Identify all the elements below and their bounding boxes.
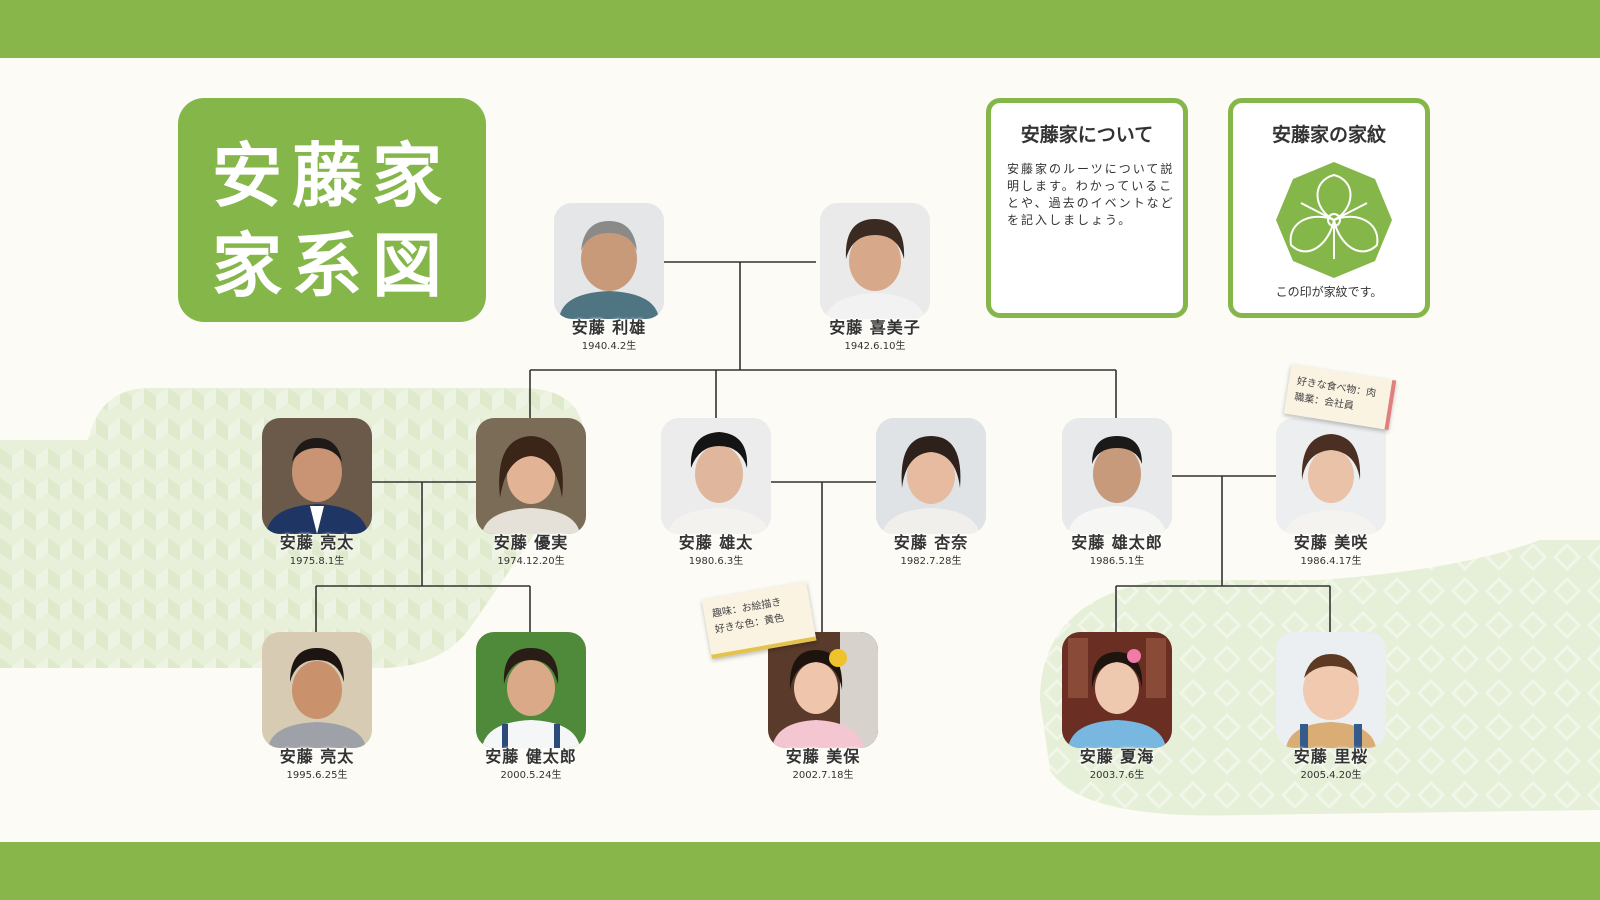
- person-birthdate: 2003.7.6生: [1089, 770, 1145, 781]
- family-crest-card: 安藤家の家紋 この印が家紋です。: [1228, 98, 1430, 318]
- about-family-card: 安藤家について 安藤家のルーツについて説明します。わかっていることや、過去のイベ…: [986, 98, 1188, 318]
- person-name: 安藤 亮太: [279, 747, 355, 766]
- person-name: 安藤 里桜: [1293, 747, 1369, 766]
- person-name: 安藤 夏海: [1079, 747, 1155, 766]
- person-birthdate: 1986.5.1生: [1089, 556, 1145, 567]
- title-line-1: 安藤家: [212, 135, 452, 217]
- top-band: [0, 0, 1600, 58]
- bottom-band: [0, 842, 1600, 900]
- person-photo: [262, 632, 372, 748]
- person-name: 安藤 亮太: [279, 533, 355, 552]
- person-photo: [1062, 632, 1172, 748]
- person-birthdate: 1975.8.1生: [289, 556, 345, 567]
- person-birthdate: 1942.6.10生: [844, 341, 906, 352]
- person-photo: [476, 418, 586, 534]
- person-birthdate: 1980.6.3生: [688, 556, 744, 567]
- about-heading: 安藤家について: [1020, 124, 1154, 146]
- person-name: 安藤 利雄: [571, 318, 647, 337]
- person-name: 安藤 健太郎: [485, 747, 577, 766]
- title-card: 安藤家 家系図: [178, 98, 486, 322]
- person-photo: [554, 203, 664, 319]
- crest-caption: この印が家紋です。: [1275, 285, 1383, 299]
- person-name: 安藤 美保: [785, 747, 861, 766]
- person-name: 安藤 雄太郎: [1071, 533, 1163, 552]
- person-birthdate: 2005.4.20生: [1300, 770, 1362, 781]
- person-birthdate: 1974.12.20生: [497, 556, 565, 567]
- person-photo: [1276, 632, 1386, 748]
- person-birthdate: 1940.4.2生: [581, 341, 637, 352]
- person-photo: [661, 418, 771, 534]
- person-photo: [820, 203, 930, 319]
- person-name: 安藤 優実: [493, 533, 569, 552]
- person-birthdate: 1986.4.17生: [1300, 556, 1362, 567]
- person-birthdate: 2000.5.24生: [500, 770, 562, 781]
- title-line-2: 家系図: [212, 225, 452, 307]
- person-photo: [1062, 418, 1172, 534]
- family-crest-icon: [1276, 162, 1392, 278]
- about-body: 安藤家のルーツについて説明します。わかっていることや、過去のイベントなどを記入し…: [1007, 162, 1175, 227]
- person-birthdate: 1982.7.28生: [900, 556, 962, 567]
- person-birthdate: 1995.6.25生: [286, 770, 348, 781]
- crest-heading: 安藤家の家紋: [1271, 124, 1386, 146]
- person-birthdate: 2002.7.18生: [792, 770, 854, 781]
- person-photo: [476, 632, 586, 748]
- person-photo: [768, 632, 878, 748]
- person-photo: [1276, 418, 1386, 534]
- person-name: 安藤 美咲: [1293, 533, 1369, 552]
- person-name: 安藤 雄太: [678, 533, 754, 552]
- person-name: 安藤 杏奈: [893, 533, 969, 552]
- person-photo: [876, 418, 986, 534]
- person-name: 安藤 喜美子: [829, 318, 921, 337]
- person-photo: [262, 418, 372, 534]
